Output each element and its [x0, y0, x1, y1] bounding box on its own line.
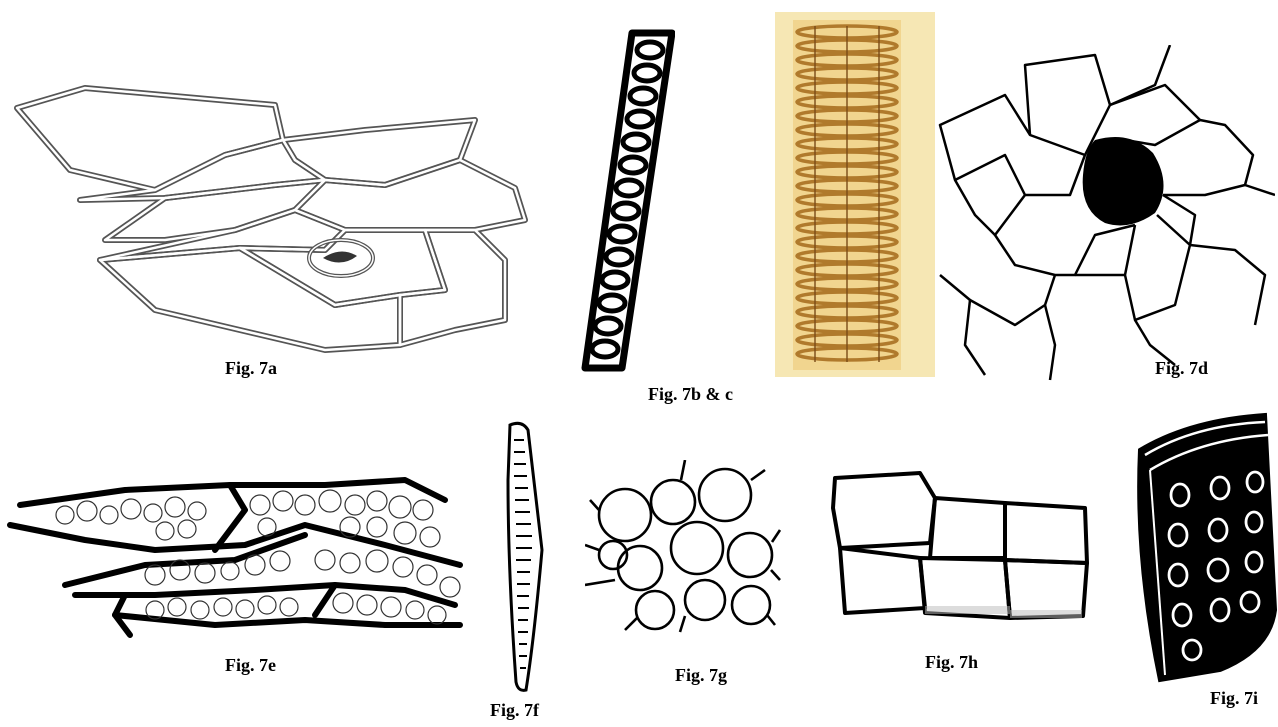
- spiral-vessel-photo: [775, 12, 935, 377]
- fig-7h-caption: Fig. 7h: [925, 652, 978, 673]
- fig-7f-caption: Fig. 7f: [490, 700, 539, 721]
- rectangular-cork-cells: [825, 468, 1095, 623]
- fig-7c-panel: [775, 12, 935, 377]
- fig-7d-caption: Fig. 7d: [1155, 358, 1208, 379]
- fig-7b-panel: [580, 28, 675, 373]
- stoma-icon: [309, 240, 373, 276]
- parenchyma-with-starch-grains: [5, 465, 475, 640]
- epidermis-with-stoma-drawing: [5, 80, 565, 360]
- trichome-base-icon: [1083, 137, 1164, 225]
- spiral-vessel-drawing: [580, 28, 675, 373]
- fig-7f-panel: [500, 420, 545, 695]
- fig-7g-panel: [585, 460, 785, 635]
- fig-7a-caption: Fig. 7a: [225, 358, 277, 379]
- fig-7i-panel: [1120, 410, 1278, 690]
- fig-7i-caption: Fig. 7i: [1210, 688, 1258, 709]
- fig-7e-panel: [5, 465, 475, 640]
- pitted-stone-cell: [1120, 410, 1278, 690]
- fig-7h-panel: [825, 468, 1095, 623]
- fig-7e-caption: Fig. 7e: [225, 655, 276, 676]
- epidermal-cells-around-trichome-base: [935, 45, 1275, 385]
- rounded-parenchyma-cells: [585, 460, 785, 635]
- fig-7d-panel: [935, 45, 1275, 385]
- fig-7a-panel: [5, 80, 565, 360]
- fig-7bc-caption: Fig. 7b & c: [648, 384, 733, 405]
- fibre-drawing: [500, 420, 545, 695]
- fig-7g-caption: Fig. 7g: [675, 665, 727, 686]
